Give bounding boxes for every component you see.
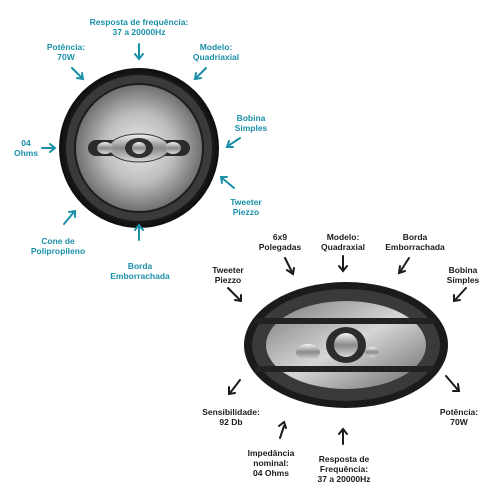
oval-edge-label: Borda Emborrachada (378, 232, 452, 252)
oval-model-line1: Modelo: (326, 232, 360, 242)
round-coil-line1: Bobina (236, 113, 266, 123)
oval-tweeter-line2: Piezzo (214, 275, 242, 285)
round-tweeter-label: Tweeter Piezzo (222, 197, 270, 217)
oval-impedance-label: Impedância nominal: 04 Ohms (240, 448, 302, 478)
round-coil-label: Bobina Simples (226, 113, 276, 133)
oval-size-line1: 6x9 (272, 232, 288, 242)
oval-size-line2: Polegadas (258, 242, 302, 252)
round-power-line2: 70W (57, 52, 75, 62)
oval-sens-line2: 92 Db (219, 417, 243, 427)
round-coil-line2: Simples (234, 123, 268, 133)
round-edge-line2: Emborrachada (110, 271, 170, 281)
oval-power-line2: 70W (450, 417, 468, 427)
round-edge-line1: Borda (127, 261, 153, 271)
oval-tweeter-label: Tweeter Piezzo (204, 265, 252, 285)
round-tweeter-line1: Tweeter (230, 197, 262, 207)
oval-model-line2: Quadraxial (321, 242, 365, 252)
round-model-line2: Quadriaxial (192, 52, 240, 62)
oval-arrows (227, 255, 467, 445)
oval-grille-top (255, 318, 435, 324)
oval-imp-line1: Impedância (247, 448, 295, 458)
oval-freq-line3: 37 a 20000Hz (317, 474, 371, 484)
oval-freq-line1: Resposta de (318, 454, 370, 464)
oval-sens-label: Sensibilidade: 92 Db (196, 407, 266, 427)
round-arrows (41, 43, 241, 241)
oval-imp-line2: nominal: (253, 458, 289, 468)
round-ohms-line1: 04 (21, 138, 31, 148)
round-ohms-label: 04 Ohms (8, 138, 44, 158)
round-power-line1: Potência: (46, 42, 86, 52)
round-power-label: Potência: 70W (38, 42, 94, 62)
round-model-label: Modelo: Quadriaxial (186, 42, 246, 62)
oval-grille-bottom (255, 366, 435, 372)
round-freq-line2: 37 a 20000Hz (112, 27, 166, 37)
oval-coil-line2: Simples (446, 275, 480, 285)
round-model-line1: Modelo: (199, 42, 233, 52)
oval-coil-label: Bobina Simples (436, 265, 490, 285)
oval-coil-line1: Bobina (448, 265, 478, 275)
round-edge-label: Borda Emborrachada (104, 261, 176, 281)
round-tweeter-line2: Piezzo (232, 207, 260, 217)
oval-power-line1: Potência: (439, 407, 479, 417)
oval-size-label: 6x9 Polegadas (252, 232, 308, 252)
oval-edge-line1: Borda (402, 232, 428, 242)
oval-model-label: Modelo: Quadraxial (314, 232, 372, 252)
oval-freq-line2: Frequência: (319, 464, 369, 474)
round-cone-line1: Cone de (41, 236, 75, 246)
round-freq-label: Resposta de frequência: 37 a 20000Hz (88, 17, 190, 37)
oval-freq-label: Resposta de Frequência: 37 a 20000Hz (308, 454, 380, 484)
oval-sens-line1: Sensibilidade: (202, 407, 260, 417)
round-cone-label: Cone de Polipropileno (22, 236, 94, 256)
oval-tweeter-line1: Tweeter (212, 265, 244, 275)
round-ohms-line2: Ohms (13, 148, 39, 158)
round-freq-line1: Resposta de frequência: (89, 17, 189, 27)
oval-edge-line2: Emborrachada (385, 242, 445, 252)
oval-imp-line3: 04 Ohms (253, 468, 289, 478)
round-cone-line2: Polipropileno (30, 246, 86, 256)
oval-power-label: Potência: 70W (432, 407, 486, 427)
